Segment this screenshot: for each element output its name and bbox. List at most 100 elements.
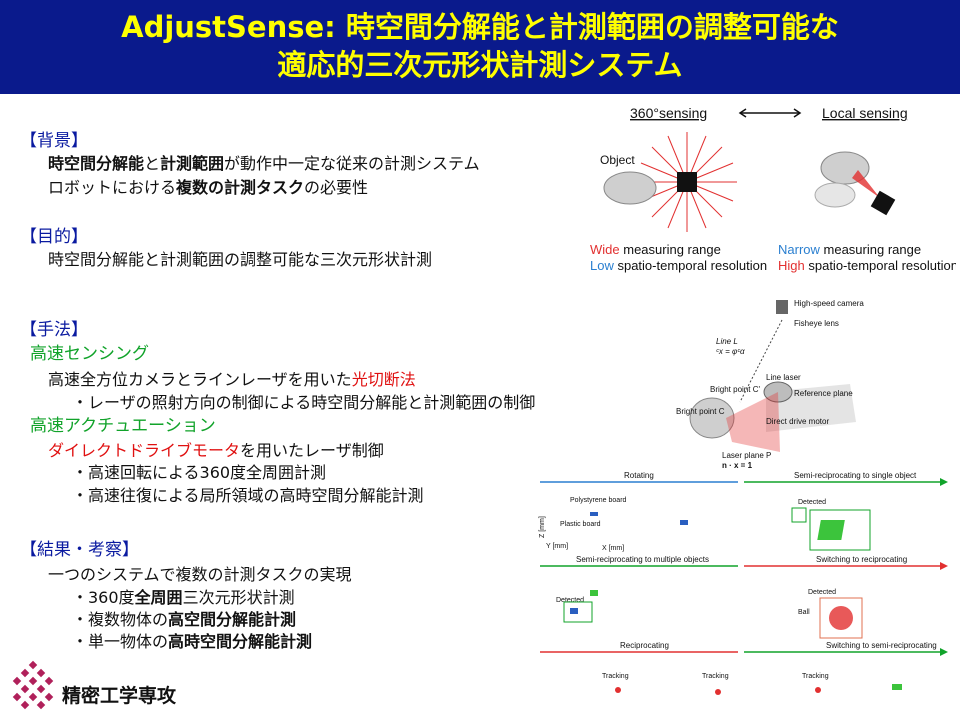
local-laser-beam [852, 170, 880, 198]
point-cloud-blob [590, 512, 598, 516]
results-line3: ・複数物体の高空間分解能計測 [72, 610, 296, 630]
label-laser-plane: Laser plane P [722, 451, 771, 460]
axis-labels: Z [mm] Y [mm] X [mm] [539, 516, 624, 552]
background-text: ロボットにおける [48, 178, 177, 197]
bunny-object-icon [603, 171, 657, 205]
results-text: ・単一物体の [72, 632, 169, 651]
results-line4: ・単一物体の高時空間分解能計測 [72, 632, 312, 652]
label-semi-multiple: Semi-reciprocating to multiple objects [576, 555, 709, 564]
label-polystyrene: Polystyrene board [570, 497, 627, 504]
arrow-head-icon [940, 478, 948, 486]
method-actuation-line3: ・高速往復による局所領域の高時空間分解能計測 [72, 486, 424, 505]
label-tracking: Tracking [602, 673, 629, 680]
laser-plane [726, 392, 780, 452]
results-text: 三次元形状計測 [182, 588, 295, 607]
label-semi-single: Semi-reciprocating to single object [794, 471, 917, 480]
detected-box [791, 507, 807, 523]
label-switch-semi: Switching to semi-reciprocating [826, 641, 937, 650]
label-low-resolution: Low spatio-temporal resolution [590, 258, 767, 273]
label-rotating: Rotating [624, 471, 654, 480]
label-detected: Detected [808, 589, 836, 596]
method-actuation-line2: ・高速回転による360度全周囲計測 [72, 463, 327, 482]
label-wide-range: Wide measuring range [590, 242, 721, 257]
detected-box [563, 601, 593, 623]
label-plastic: Plastic board [560, 521, 601, 528]
point-cloud-blob [590, 590, 598, 596]
results-figure: Z [mm] Y [mm] X [mm] Rotating Semi-recip… [539, 471, 948, 695]
label-reciprocating: Reciprocating [620, 641, 669, 650]
background-text: が動作中一定な従来の計測システム [224, 154, 480, 173]
sensor-icon [677, 172, 697, 192]
background-heading: 【背景】 [20, 131, 88, 151]
page-title-line1: AdjustSense: 時空間分解能と計測範囲の調整可能な [121, 10, 839, 44]
motor-cylinder-icon [763, 381, 793, 403]
department-logo-text: 精密工学専攻 [62, 685, 177, 707]
label-high-resolution: High spatio-temporal resolution [778, 258, 956, 273]
results-term-all-around: 全周囲 [134, 588, 183, 607]
method-text: 高速全方位カメラとラインレーザを用いた [48, 370, 352, 389]
purpose-line1: 時空間分解能と計測範囲の調整可能な三次元形状計測 [48, 250, 433, 269]
label-bright-point-c: Bright point C [676, 407, 725, 416]
method-sub-actuation: 高速アクチュエーション [30, 416, 216, 436]
results-term-spatiotemporal: 高時空間分解能計測 [168, 632, 313, 651]
label-ball: Ball [798, 609, 810, 616]
background-text: と [144, 154, 161, 173]
label-switch-recip: Switching to reciprocating [816, 555, 907, 564]
results-term-spatial: 高空間分解能計測 [168, 610, 297, 629]
label-fisheye: Fisheye lens [794, 319, 839, 328]
label-motor: Direct drive motor [766, 417, 829, 426]
arrow-head-icon [940, 648, 948, 656]
bunny-object-icon [689, 397, 735, 439]
arrow-head-icon [940, 562, 948, 570]
background-term-tasks: 複数の計測タスク [176, 178, 305, 197]
ball-point-cloud [829, 606, 853, 630]
label-tracking: Tracking [702, 673, 729, 680]
results-line1: 一つのシステムで複数の計測タスクの実現 [48, 565, 352, 584]
label-detected: Detected [798, 499, 826, 506]
page-title-line2: 適応的三次元形状計測システム [277, 48, 683, 82]
label-plane-eq: n · x = 1 [722, 461, 753, 470]
label-axis-z: Z [mm] [539, 516, 546, 538]
background-term-range: 計測範囲 [160, 154, 225, 173]
results-text: ・360度 [72, 588, 135, 607]
label-object: Object [600, 153, 635, 167]
method-term-light-section: 光切断法 [351, 370, 416, 389]
label-narrow-range: Narrow measuring range [778, 242, 921, 257]
ball-point-cloud [615, 687, 621, 693]
title-bar: AdjustSense: 時空間分解能と計測範囲の調整可能な 適応的三次元形状計… [0, 0, 960, 94]
label-camera: High-speed camera [794, 299, 864, 308]
label-bright-point-c-prime: Bright point C' [710, 385, 760, 394]
point-cloud-blob [817, 520, 845, 540]
camera-icon [776, 300, 788, 314]
label-axis-y: Y [mm] [546, 543, 568, 550]
label-reference-plane: Reference plane [794, 389, 853, 398]
double-arrow-icon [738, 108, 802, 118]
background-term-resolution: 時空間分解能 [48, 154, 145, 173]
method-term-motor: ダイレクトドライブモータ [48, 441, 241, 460]
bunny-shadow-icon [814, 182, 856, 208]
point-cloud-blob [570, 608, 578, 614]
method-sensing-line1: 高速全方位カメラとラインレーザを用いた光切断法 [48, 370, 416, 390]
method-sensing-line2: ・レーザの照射方向の制御による時空間分解能と計測範囲の制御 [72, 393, 536, 412]
sensor-icon [870, 190, 896, 216]
label-line-laser: Line laser [766, 373, 801, 382]
label-tracking: Tracking [802, 673, 829, 680]
sensing-mode-figure: 360°sensing Local sensing Object Wide me… [590, 105, 956, 273]
department-logo-icon [12, 660, 54, 710]
setup-diagram: High-speed camera Fisheye lens Line L ᶜx… [676, 299, 864, 470]
label-detected: Detected [556, 597, 584, 604]
ball-point-cloud [715, 689, 721, 695]
label-line-eq: ᶜx = φᶜα [716, 347, 745, 356]
method-heading: 【手法】 [20, 320, 88, 340]
line-of-sight [739, 319, 783, 403]
background-line1: 時空間分解能と計測範囲が動作中一定な従来の計測システム [48, 154, 480, 174]
method-actuation-line1: ダイレクトドライブモータを用いたレーザ制御 [48, 441, 384, 461]
method-text: を用いたレーザ制御 [240, 441, 384, 460]
method-sub-sensing: 高速センシング [30, 344, 149, 364]
label-line-l: Line L [716, 337, 738, 346]
label-360-sensing: 360°sensing [630, 105, 707, 121]
results-text: ・複数物体の [72, 610, 169, 629]
results-heading: 【結果・考察】 [20, 540, 139, 560]
purpose-heading: 【目的】 [20, 227, 88, 247]
label-local-sensing: Local sensing [822, 105, 908, 121]
